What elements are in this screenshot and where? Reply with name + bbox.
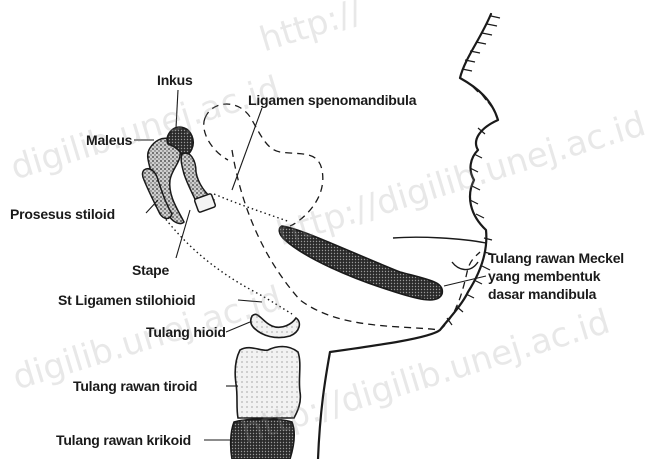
thyroid-cartilage <box>235 347 300 419</box>
jaw-outline <box>393 237 486 269</box>
label-prosesus-stiloid: Prosesus stiloid <box>10 206 115 222</box>
hyoid-bone <box>251 314 300 337</box>
label-tulang-hioid: Tulang hioid <box>146 324 226 340</box>
label-maleus: Maleus <box>86 132 132 148</box>
cricoid-cartilage <box>231 419 294 459</box>
label-ligamen-spenomandibula: Ligamen spenomandibula <box>248 92 416 108</box>
label-dasar-mandibula: dasar mandibula <box>488 286 596 302</box>
label-tulang-rawan-meckel: Tulang rawan Meckel <box>488 250 624 266</box>
label-yang-membentuk: yang membentuk <box>488 268 600 284</box>
face-profile <box>318 14 498 459</box>
label-inkus: Inkus <box>157 72 193 88</box>
label-tulang-rawan-tiroid: Tulang rawan tiroid <box>73 378 197 394</box>
label-ligamen-stilohioid: St Ligamen stilohioid <box>58 292 195 308</box>
label-tulang-rawan-krikoid: Tulang rawan krikoid <box>56 432 191 448</box>
label-stape: Stape <box>132 262 169 278</box>
